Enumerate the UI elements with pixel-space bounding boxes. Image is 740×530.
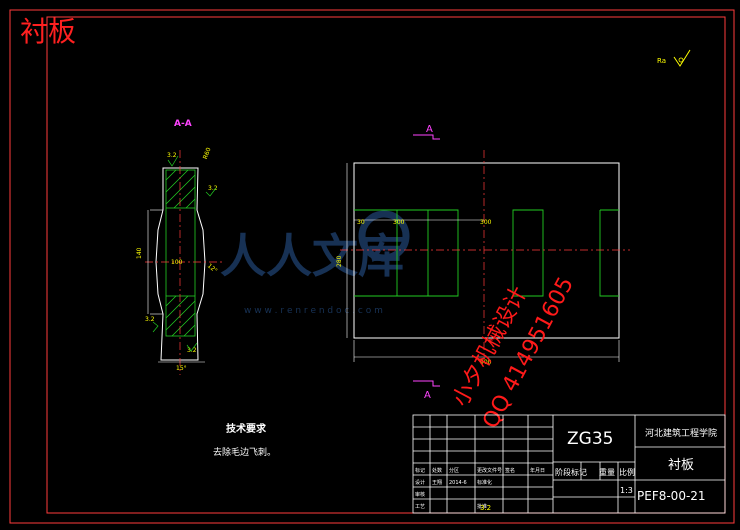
plate-slots bbox=[354, 209, 619, 297]
notes-title: 技术要求 bbox=[226, 422, 267, 435]
tb-cell: 标准化 bbox=[477, 479, 492, 486]
tb-row: 设计 王翔 2014-6 标准化 bbox=[415, 479, 492, 486]
tb-cell: 年月日 bbox=[530, 467, 545, 474]
dim-front-width: 900 bbox=[480, 359, 492, 366]
inner-border bbox=[46, 16, 726, 514]
roughness-1: 3.2 bbox=[167, 152, 177, 159]
dim-slot-a: 30 bbox=[357, 219, 365, 226]
roughness-2: 3.2 bbox=[208, 185, 218, 192]
tb-weight-label: 重量 bbox=[599, 467, 615, 477]
tb-material: ZG35 bbox=[567, 429, 613, 449]
tb-row: 标记 处数 分区 更改文件号 签名 年月日 bbox=[415, 467, 545, 474]
section-hatch bbox=[165, 169, 196, 337]
tb-cell: 批准 bbox=[477, 503, 487, 510]
tb-school: 河北建筑工程学院 bbox=[645, 427, 717, 439]
tb-scale-label: 比例 bbox=[619, 467, 635, 477]
tb-part-name: 衬板 bbox=[668, 458, 694, 473]
roughness-corner-symbol: Ra bbox=[657, 49, 691, 67]
roughness-5: 3.2 bbox=[480, 504, 491, 512]
section-label: A-A bbox=[174, 119, 192, 129]
watermark-circle-icon bbox=[358, 210, 410, 262]
tb-cell: 分区 bbox=[449, 467, 459, 474]
tb-cell: 处数 bbox=[432, 467, 442, 474]
roughness-4: 3.2 bbox=[187, 347, 197, 354]
notes-line1: 去除毛边飞刺。 bbox=[213, 446, 276, 458]
dim-section-bottom: 15° bbox=[176, 365, 187, 372]
plate-outline bbox=[353, 162, 620, 339]
title-block bbox=[412, 414, 726, 514]
drawing-title: 衬板 bbox=[20, 15, 76, 48]
watermark-url: w w w . r e n r e n d o c . c o m bbox=[244, 306, 383, 316]
dim-front-height: 280 bbox=[336, 255, 343, 267]
tb-row: 审核 bbox=[415, 491, 425, 498]
outer-border bbox=[9, 9, 735, 524]
tb-cell: 标记 bbox=[415, 467, 425, 474]
dim-section-height: 140 bbox=[136, 247, 143, 259]
tb-cell: 王翔 bbox=[432, 479, 442, 486]
watermark-brand: 人人文库 bbox=[220, 229, 404, 283]
tb-scale-value: 1:3 bbox=[620, 486, 633, 495]
tb-drawing-no: PEF8-00-21 bbox=[637, 489, 706, 503]
roughness-corner-label: Ra bbox=[657, 57, 666, 65]
watermark-diagonal: 小夕机械设计 QQ 414951605 bbox=[448, 273, 579, 433]
front-view: A A 280 30 300 300 900 bbox=[336, 124, 630, 401]
tb-cell: 签名 bbox=[505, 467, 515, 474]
tb-rows: 标记 处数 分区 更改文件号 签名 年月日 设计 王翔 2014-6 标准化 审… bbox=[415, 467, 545, 510]
dim-section-thickness: 12° bbox=[206, 262, 219, 274]
tb-cell: 设计 bbox=[415, 479, 425, 486]
dim-section-inner: 100 bbox=[171, 259, 183, 266]
tb-cell: 工艺 bbox=[415, 504, 425, 510]
watermark-logo: 人人文库 w w w . r e n r e n d o c . c o m bbox=[220, 210, 410, 316]
tb-stage-label: 阶段标记 bbox=[555, 467, 587, 477]
roughness-3: 3.2 bbox=[145, 316, 155, 323]
tb-cell: 2014-6 bbox=[449, 480, 467, 486]
dim-slot-b: 300 bbox=[393, 219, 405, 226]
tb-row: 工艺 批准 bbox=[415, 503, 487, 510]
cut-mark-bottom: A bbox=[424, 390, 431, 401]
section-outline bbox=[155, 167, 206, 361]
cut-mark-top: A bbox=[426, 124, 433, 135]
tb-cell: 更改文件号 bbox=[477, 467, 502, 474]
section-view: A-A 140 15° 100 12° R60 3.2 bbox=[136, 119, 225, 375]
tb-cell: 审核 bbox=[415, 491, 425, 498]
dim-section-angle: R60 bbox=[202, 147, 213, 161]
dim-slot-c: 300 bbox=[480, 219, 492, 226]
